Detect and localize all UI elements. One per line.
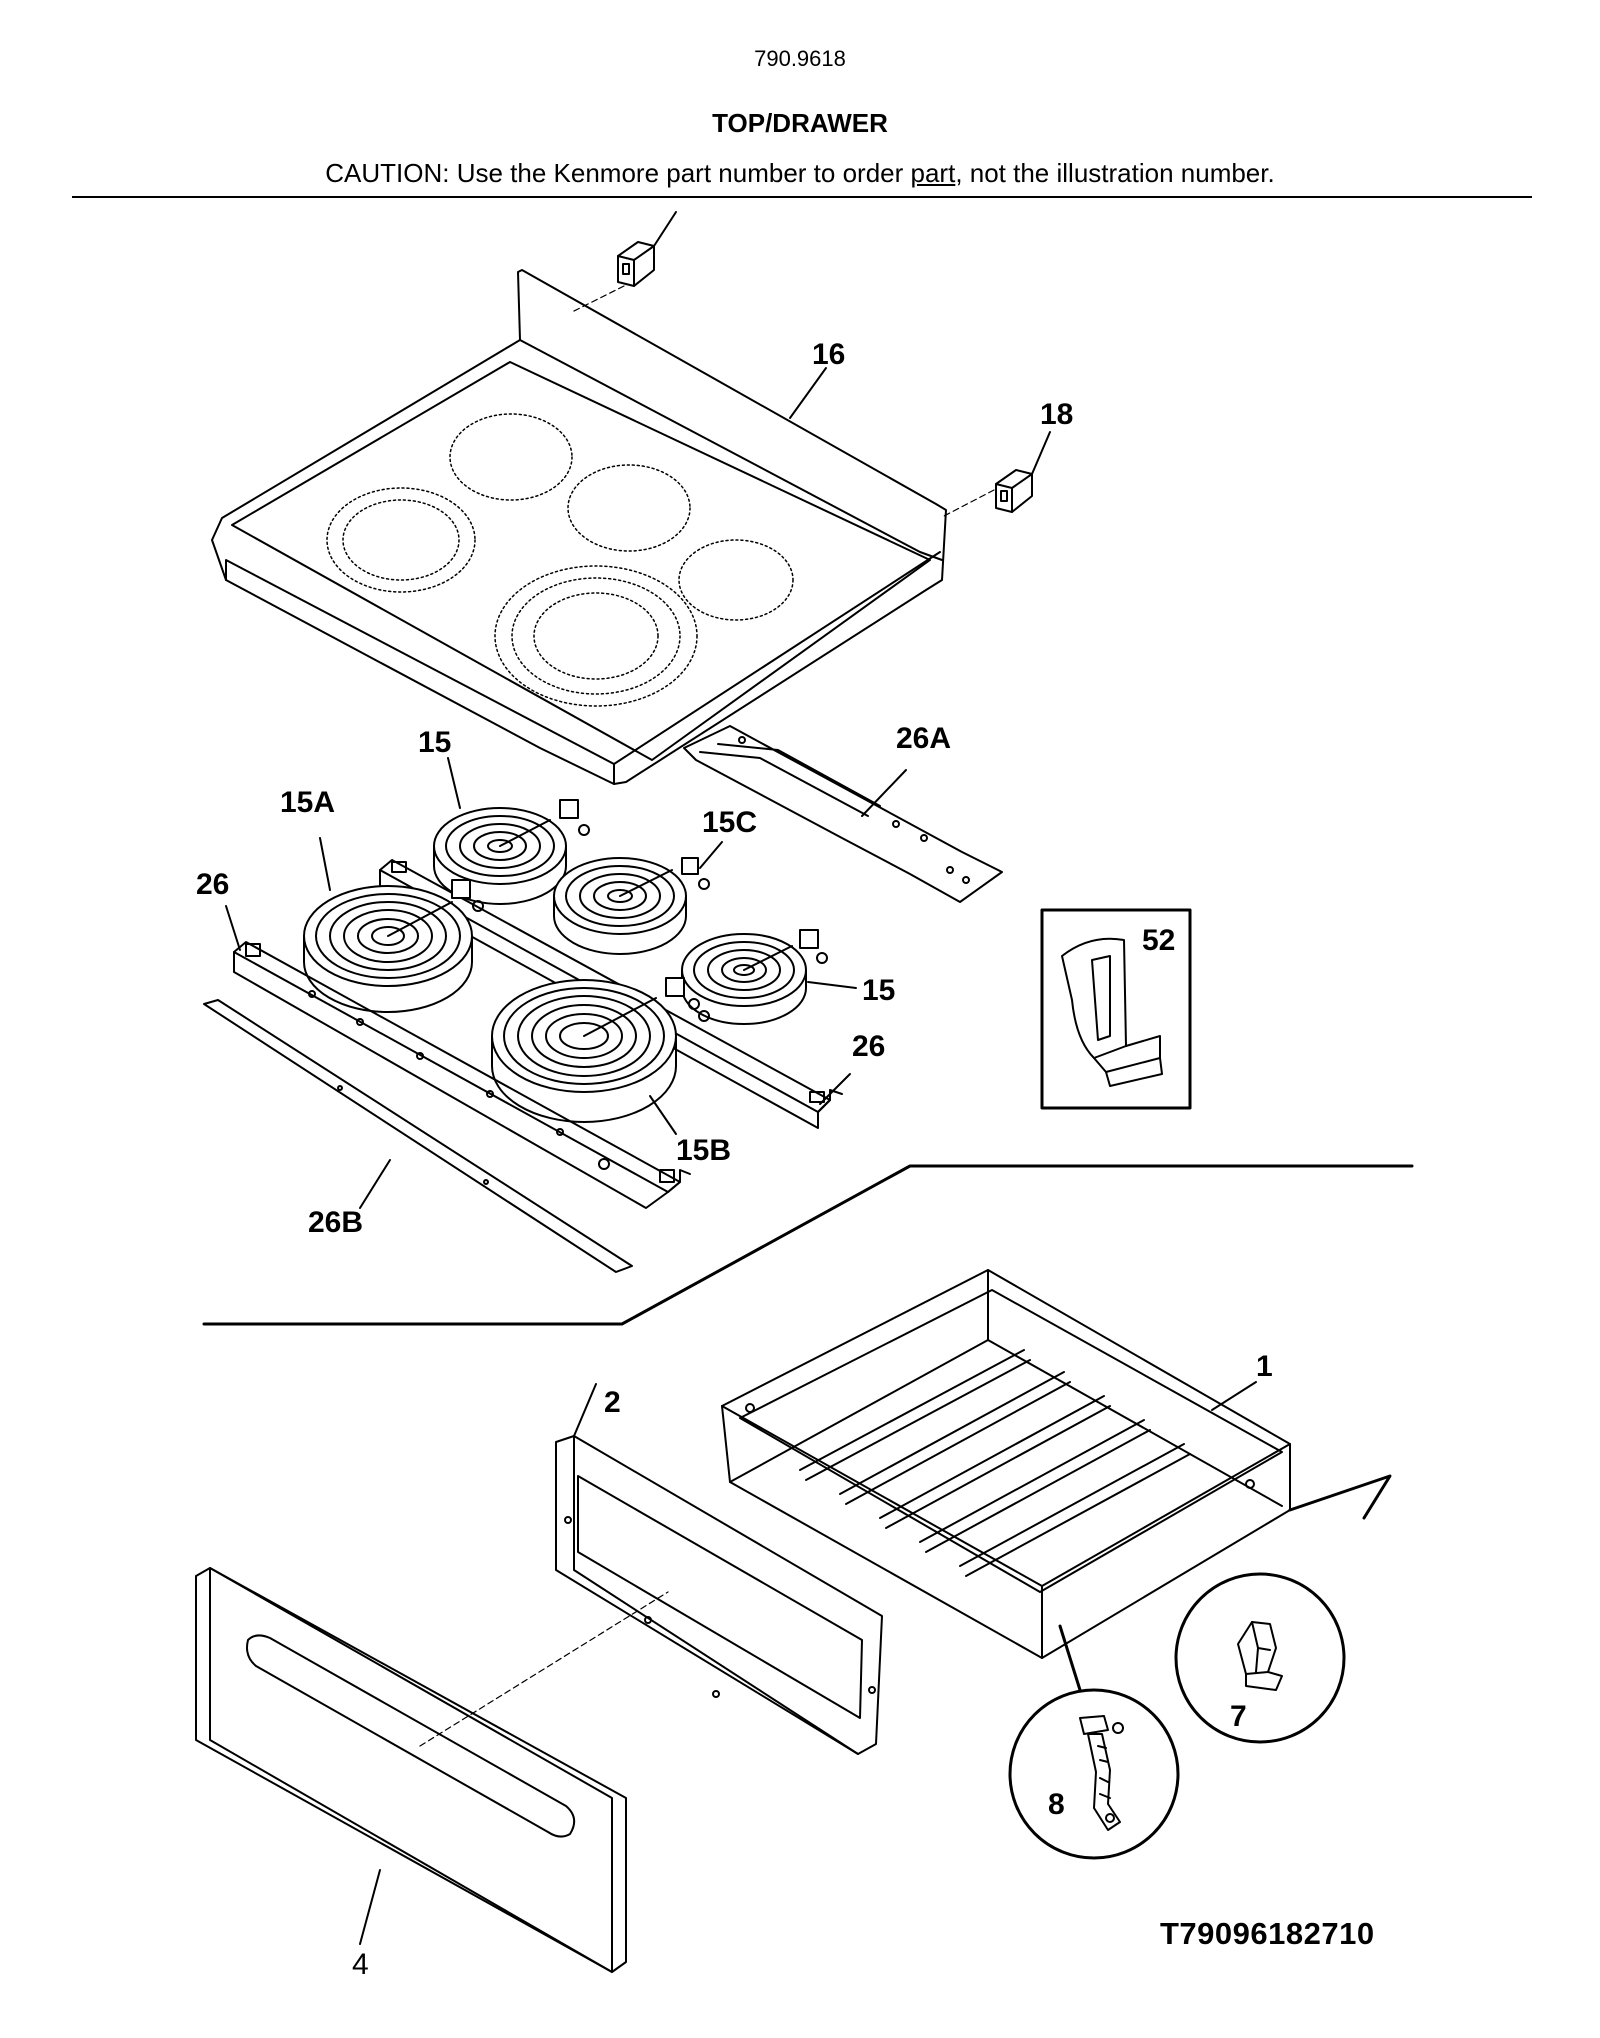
callout-labels: 16 18 15 15A 15C 26A 26 52 15 26 15B 26B… [196,338,1273,1981]
section-separator-line [202,1164,1414,1326]
callout-15c: 15C [702,806,757,839]
callout-15a: 15A [280,786,335,819]
cooktop-glass-part-16 [211,269,947,785]
callout-16: 16 [812,338,845,371]
surface-element-part-15a [303,837,484,1013]
callout-15b: 15B [676,1134,731,1167]
surface-element-part-15c [553,841,723,955]
callout-26-right: 26 [852,1030,885,1063]
caution-note: CAUTION: Use the Kenmore part number to … [0,158,1600,189]
callout-7: 7 [1230,1700,1247,1733]
callout-4: 4 [352,1948,369,1981]
callout-1: 1 [1256,1350,1273,1383]
callout-26a: 26A [896,722,951,755]
model-number: 790.9618 [754,46,846,71]
surface-element-part-15b [491,977,710,1135]
drawer-inner-panel-part-2 [555,1383,883,1755]
caution-text-end: , not the illustration number. [955,158,1275,188]
callout-15-right: 15 [862,974,895,1007]
drawer-front-part-4 [195,1567,669,1973]
mounting-bracket-part-18 [943,431,1051,517]
detail-circle-part-7 [1174,1572,1346,1744]
drawer-body-part-1 [721,1269,1392,1692]
detail-circle-part-8 [1008,1688,1180,1860]
page-title: TOP/DRAWER [712,108,888,138]
callout-15-top: 15 [418,726,451,759]
header-divider [72,196,1532,198]
mounting-bracket-top [571,211,677,313]
caution-text: CAUTION: Use the Kenmore part number to … [325,158,911,188]
inset-box-part-52 [1040,908,1192,1110]
surface-element-part-15-top [433,757,590,905]
trim-strip-part-26b [203,999,633,1273]
callout-52: 52 [1142,924,1175,957]
callout-2: 2 [604,1386,621,1419]
element-bracket-part-26a [683,725,1003,903]
callout-18: 18 [1040,398,1073,431]
surface-element-part-15-right [681,929,857,1025]
callout-26-left: 26 [196,868,229,901]
leader-16 [789,367,827,419]
callout-8: 8 [1048,1788,1065,1821]
illustration-code: T79096182710 [1160,1916,1375,1951]
caution-part-link[interactable]: part [910,158,956,188]
callout-26b: 26B [308,1206,363,1239]
